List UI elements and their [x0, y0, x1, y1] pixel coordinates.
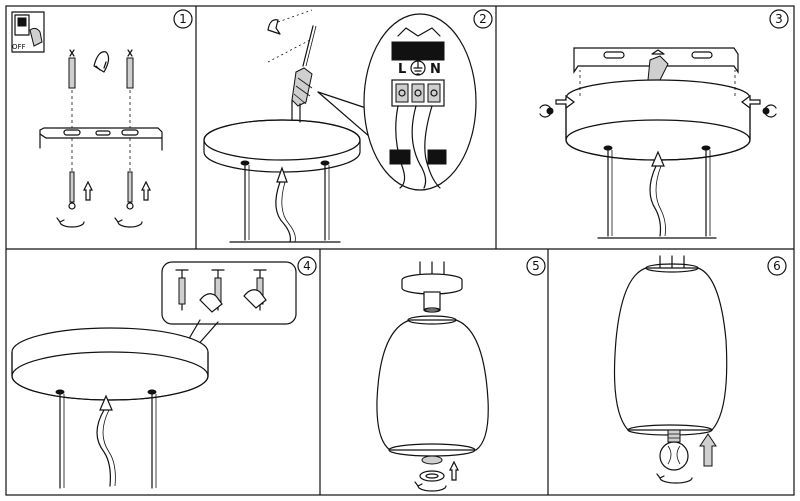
side-screw-right: [741, 94, 777, 118]
step-badge-4: [297, 256, 317, 276]
cable-adjust-callout: [161, 261, 297, 325]
step-number-4: 4: [303, 259, 311, 273]
shade-ring: [414, 455, 459, 492]
power-off-label: OFF: [12, 43, 26, 51]
step-number-2: 2: [479, 12, 487, 26]
ceiling-canopy: [565, 70, 751, 161]
ground-icon: [410, 60, 426, 76]
screwdriver-icon: [267, 9, 317, 67]
light-bulb-icon: [659, 429, 689, 471]
rotate-arrow-icon: [659, 477, 693, 484]
step-number-5: 5: [532, 259, 540, 273]
panel-4: 4: [11, 256, 317, 489]
screw-right: [114, 138, 151, 228]
panel-3: 3: [539, 9, 789, 239]
terminal-block: [647, 55, 669, 85]
screw-left: [56, 138, 93, 228]
mounting-bracket: [39, 127, 163, 151]
terminal-neutral-label: N: [430, 62, 441, 77]
ceiling-canopy: [203, 119, 361, 173]
panel-5: 5: [376, 256, 546, 492]
step-badge-3: [769, 9, 789, 29]
terminal-detail-callout: L N: [363, 13, 477, 191]
step-number-6: 6: [773, 259, 781, 273]
step-badge-6: [767, 256, 787, 276]
panel-1: 1 OFF: [11, 9, 193, 228]
wall-plug-right: [126, 49, 134, 128]
wall-plug-left: [68, 49, 76, 128]
sheet-border: [5, 5, 795, 496]
pliers-icon: [93, 51, 110, 73]
terminal-live-label: L: [398, 62, 406, 77]
glass-shade: [613, 255, 728, 436]
up-arrow-icon: [699, 433, 717, 467]
callout-leader: [317, 91, 373, 111]
panel-6: 6: [613, 255, 787, 484]
suspension-cables: [229, 160, 341, 243]
ceiling-canopy: [11, 327, 209, 401]
power-off-icon: OFF: [11, 11, 45, 53]
suspension-cables: [55, 389, 157, 489]
lamp-holder: [401, 261, 463, 313]
step-badge-5: [526, 256, 546, 276]
step-badge-1: [173, 9, 193, 29]
suspension-cables: [597, 145, 717, 239]
step-badge-2: [473, 9, 493, 29]
terminal-block: [291, 67, 313, 123]
panel-2: 2: [203, 9, 493, 243]
step-number-1: 1: [179, 12, 187, 26]
glass-shade: [376, 315, 489, 457]
step-number-3: 3: [775, 12, 783, 26]
side-screw-left: [539, 94, 575, 118]
